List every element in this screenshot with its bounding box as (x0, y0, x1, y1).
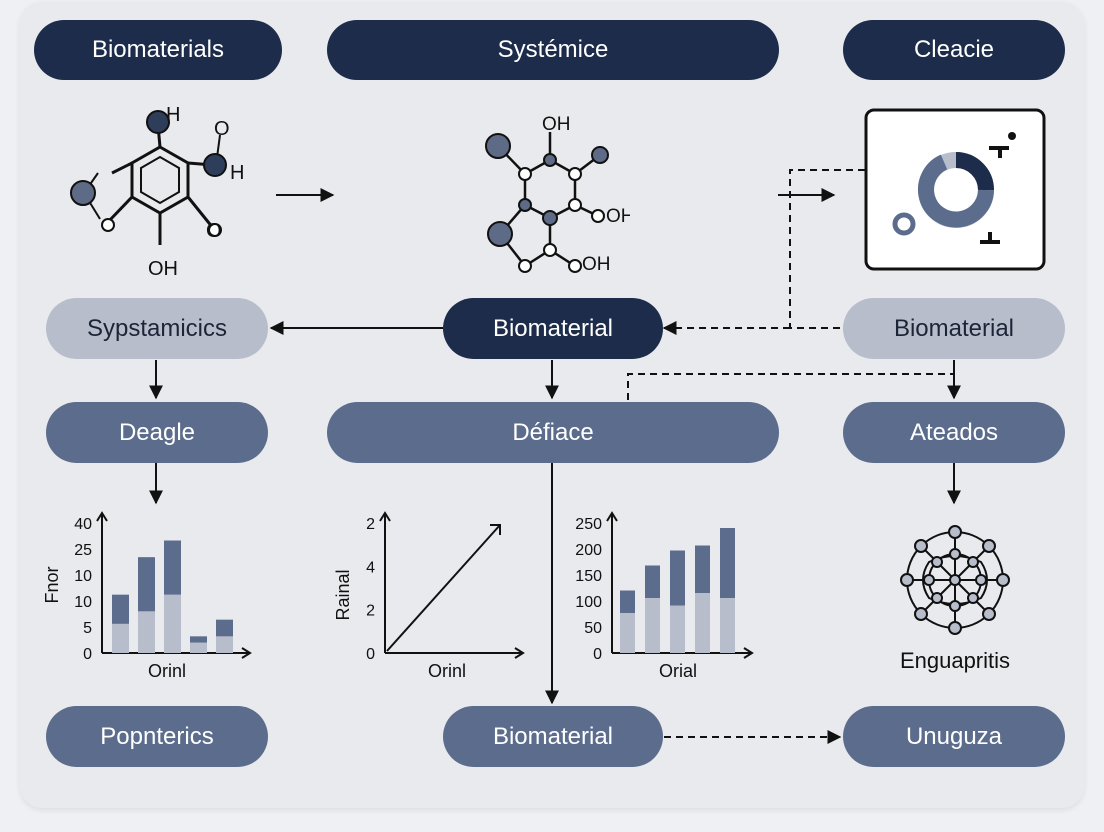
atom-label: OH (582, 254, 611, 275)
pin-icon (989, 146, 1009, 158)
atom-label: O (206, 220, 222, 242)
y-tick-label: 0 (593, 646, 602, 663)
y-axis-label: Fnor (42, 566, 62, 603)
bar-segment-upper (670, 550, 685, 606)
bar-segment-upper (190, 636, 207, 643)
atom-label: H (166, 104, 180, 126)
y-tick-label: 2 (366, 516, 375, 533)
y-tick-label: 0 (83, 646, 92, 663)
ring-chart-card (864, 108, 1046, 271)
bar-segment-lower (216, 636, 233, 653)
atom-label: O (214, 118, 230, 140)
unuguza-pill: Unuguza (843, 706, 1065, 767)
y-axis-arrow (96, 511, 108, 522)
atom-label: OH (148, 258, 178, 280)
network-label: Enguapritis (899, 648, 1011, 673)
y-tick-label: 150 (575, 568, 602, 585)
header-cleacie-pill: Cleacie (843, 20, 1065, 80)
bar-segment-upper (620, 590, 635, 613)
y-axis-arrow (606, 511, 618, 522)
bar-segment-lower (620, 613, 635, 653)
bar-segment-upper (645, 565, 660, 598)
bar-segment-lower (138, 611, 155, 653)
popnterics-pill: Popnterics (46, 706, 268, 767)
small-ring (892, 212, 916, 236)
x-axis-arrow (514, 647, 525, 659)
bar-segment-upper (138, 557, 155, 612)
y-tick-label: 10 (74, 568, 92, 585)
defiace-pill: Défiace (327, 402, 779, 463)
bar-segment-lower (695, 593, 710, 653)
x-axis-label: Orinl (148, 661, 186, 681)
dashed-connector-defiace-to-ateados (627, 373, 954, 400)
series-line (386, 524, 501, 652)
bar-segment-lower (645, 598, 660, 653)
y-tick-label: 4 (366, 559, 375, 576)
y-tick-label: 200 (575, 542, 602, 559)
bar-segment-lower (164, 594, 181, 653)
network-graph (900, 525, 1010, 635)
center-biomaterial-pill: Biomaterial (443, 298, 663, 359)
bottom-biomaterial-pill: Biomaterial (443, 706, 663, 767)
donut-segment-mid (918, 154, 994, 228)
y-tick-label: 25 (74, 542, 92, 559)
bar-segment-upper (720, 528, 735, 598)
header-systemice-pill: Systémice (327, 20, 779, 80)
bar-segment-upper (216, 619, 233, 637)
deagle-pill: Deagle (46, 402, 268, 463)
bar-segment-lower (670, 605, 685, 653)
atom-label: OH (606, 206, 630, 227)
dashed-connector-ring-to-biomaterial (789, 169, 865, 329)
y-tick-label: 5 (83, 620, 92, 637)
bar-segment-lower (112, 623, 129, 653)
sypstamicics-pill: Sypstamicics (46, 298, 268, 359)
x-axis-label: Orinl (428, 661, 466, 681)
x-axis-label: Orial (659, 661, 697, 681)
ateados-pill: Ateados (843, 402, 1065, 463)
donut-segment-dark (955, 152, 994, 191)
series-line-arrow (490, 524, 501, 535)
y-axis-arrow (379, 511, 391, 522)
y-tick-label: 250 (575, 516, 602, 533)
bar-segment-upper (112, 594, 129, 624)
molecule-structure-2: OH OH OH (485, 114, 630, 275)
stand-icon (980, 232, 1000, 244)
y-axis-label: Rainal (335, 569, 353, 620)
x-axis-arrow (241, 647, 252, 659)
atom-label: H (230, 162, 244, 184)
bar-segment-upper (164, 540, 181, 595)
y-tick-label: 0 (366, 646, 375, 663)
y-tick-label: 100 (575, 594, 602, 611)
x-axis-arrow (743, 647, 754, 659)
atom-label: OH (542, 114, 571, 135)
y-tick-label: 10 (74, 594, 92, 611)
y-tick-label: 40 (74, 516, 92, 533)
bar-segment-lower (720, 598, 735, 653)
y-tick-label: 50 (584, 620, 602, 637)
header-biomaterials-pill: Biomaterials (34, 20, 282, 80)
right-biomaterial-pill: Biomaterial (843, 298, 1065, 359)
bar-segment-lower (190, 642, 207, 653)
molecule-structure-1: H O H O OH (70, 104, 244, 280)
bar-segment-upper (695, 545, 710, 593)
y-tick-label: 2 (366, 603, 375, 620)
